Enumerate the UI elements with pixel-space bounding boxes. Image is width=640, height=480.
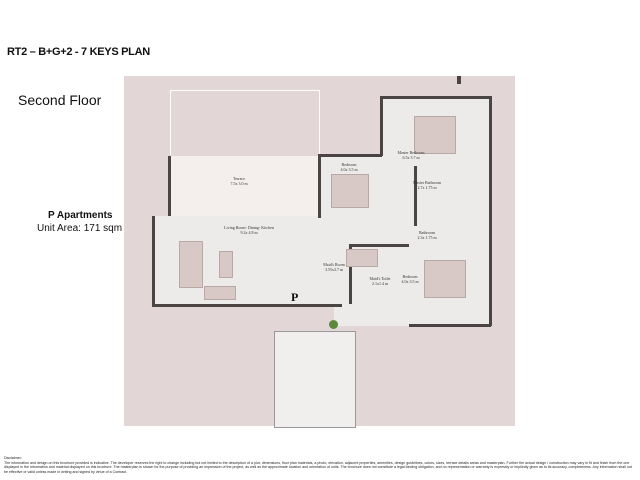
armchair	[204, 286, 236, 300]
terrace-railing	[170, 90, 320, 155]
disclaimer-text: The information and design on this broch…	[4, 460, 632, 474]
disclaimer: Disclaimer: The information and design o…	[4, 456, 636, 474]
terrace	[168, 156, 318, 216]
master-bed	[414, 116, 456, 154]
unit-name: P Apartments	[48, 210, 113, 221]
disclaimer-heading: Disclaimer:	[4, 456, 22, 460]
sofa	[179, 241, 203, 288]
unit-marker: P	[291, 290, 299, 304]
page-title: RT2 – B+G+2 - 7 KEYS PLAN	[7, 46, 150, 58]
staircase	[274, 331, 356, 428]
floor-label: Second Floor	[18, 92, 102, 108]
plant-icon	[329, 320, 338, 329]
bed-1	[331, 174, 369, 208]
bed-3	[424, 260, 466, 298]
maid-bed	[346, 249, 378, 267]
unit-area: Unit Area: 171 sqm	[37, 223, 123, 234]
coffee-table	[219, 251, 233, 278]
